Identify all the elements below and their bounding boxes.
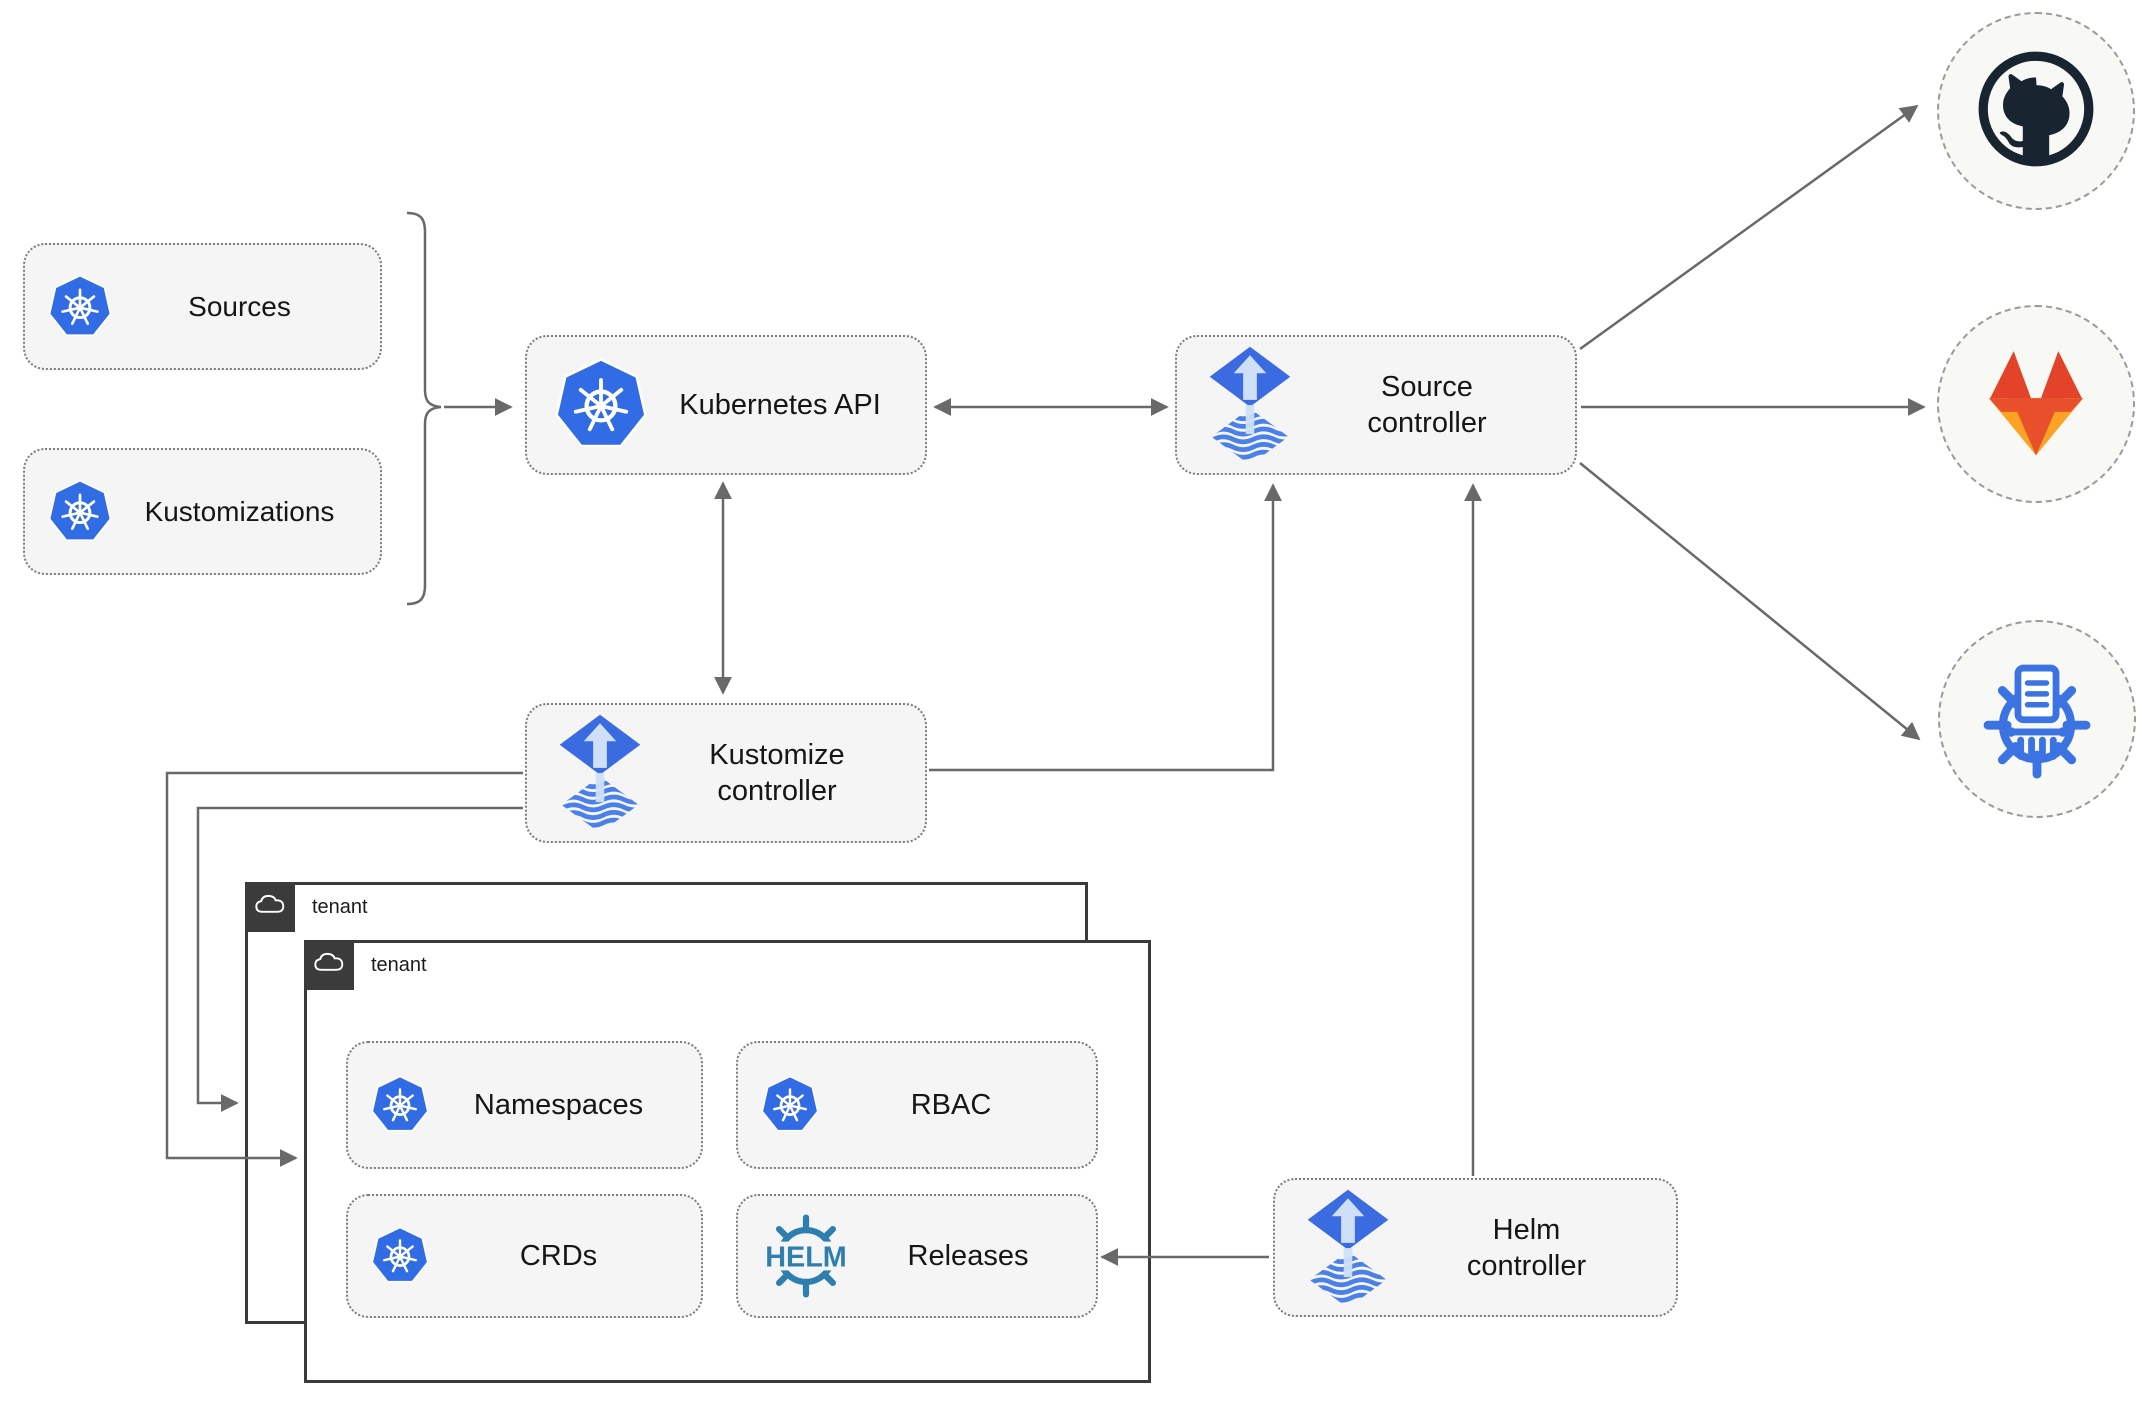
- cloud-badge: [245, 882, 295, 932]
- source-controller-label-line1: Source: [1381, 371, 1473, 403]
- flux-icon: [557, 713, 643, 833]
- kustomize-controller-label-line2: controller: [717, 775, 837, 807]
- rbac-box: RBAC: [736, 1041, 1098, 1169]
- crds-box: CRDs: [346, 1194, 703, 1318]
- crds-label: CRDs: [519, 1240, 598, 1272]
- source-controller-label-line2: controller: [1367, 407, 1487, 439]
- kubernetes-icon: [370, 1075, 430, 1135]
- source-controller-label: Source controller: [1293, 369, 1575, 441]
- helm-icon: HELM: [758, 1208, 854, 1304]
- tenant-box-front: tenant Namespaces: [304, 940, 1151, 1383]
- kustomize-controller-label-line1: Kustomize: [709, 739, 845, 771]
- github-endpoint: [1937, 12, 2135, 210]
- kubernetes-icon: [760, 1075, 820, 1135]
- tenant-label: tenant: [312, 896, 368, 918]
- arrow-source-controller-to-helm-repository: [1579, 462, 1921, 741]
- namespaces-label: Namespaces: [473, 1089, 644, 1121]
- helm-controller-label-line2: controller: [1466, 1249, 1587, 1282]
- kustomizations-box: Kustomizations: [23, 448, 382, 575]
- kubernetes-api-box: Kubernetes API: [525, 335, 927, 475]
- arrow-kustomize-controller-to-source-controller: [929, 483, 1282, 772]
- cloud-badge: [304, 940, 354, 990]
- kustomize-controller-box: Kustomize controller: [525, 703, 927, 843]
- gitlab-icon: [1974, 346, 2098, 463]
- flux-icon: [1207, 345, 1293, 465]
- helm-controller-label-line1: Helm: [1492, 1213, 1561, 1246]
- kubernetes-icon: [47, 479, 113, 545]
- helm-repository-icon: [1969, 649, 2105, 790]
- releases-box: HELM Releases: [736, 1194, 1098, 1318]
- kustomize-controller-label: Kustomize controller: [643, 737, 925, 809]
- kubernetes-icon: [553, 357, 649, 453]
- namespaces-box: Namespaces: [346, 1041, 703, 1169]
- source-controller-box: Source controller: [1175, 335, 1577, 475]
- rbac-label: RBAC: [910, 1089, 992, 1121]
- releases-label: Releases: [907, 1240, 1029, 1272]
- flux-icon: [1305, 1188, 1391, 1308]
- sources-box: Sources: [23, 243, 382, 370]
- gitlab-endpoint: [1937, 305, 2135, 503]
- kubernetes-icon: [370, 1226, 430, 1286]
- github-icon: [1970, 43, 2102, 180]
- helm-repository-endpoint: [1938, 620, 2136, 818]
- sources-group-brace: [406, 211, 442, 606]
- kustomizations-label: Kustomizations: [144, 495, 335, 527]
- sources-label: Sources: [188, 290, 291, 322]
- cloud-icon: [310, 944, 348, 987]
- arrow-source-controller-to-github: [1579, 104, 1919, 351]
- tenant-label: tenant: [371, 954, 427, 976]
- kubernetes-icon: [47, 274, 113, 340]
- helm-logo-text: HELM: [765, 1242, 847, 1274]
- cloud-icon: [251, 886, 289, 929]
- kubernetes-api-label: Kubernetes API: [679, 389, 881, 421]
